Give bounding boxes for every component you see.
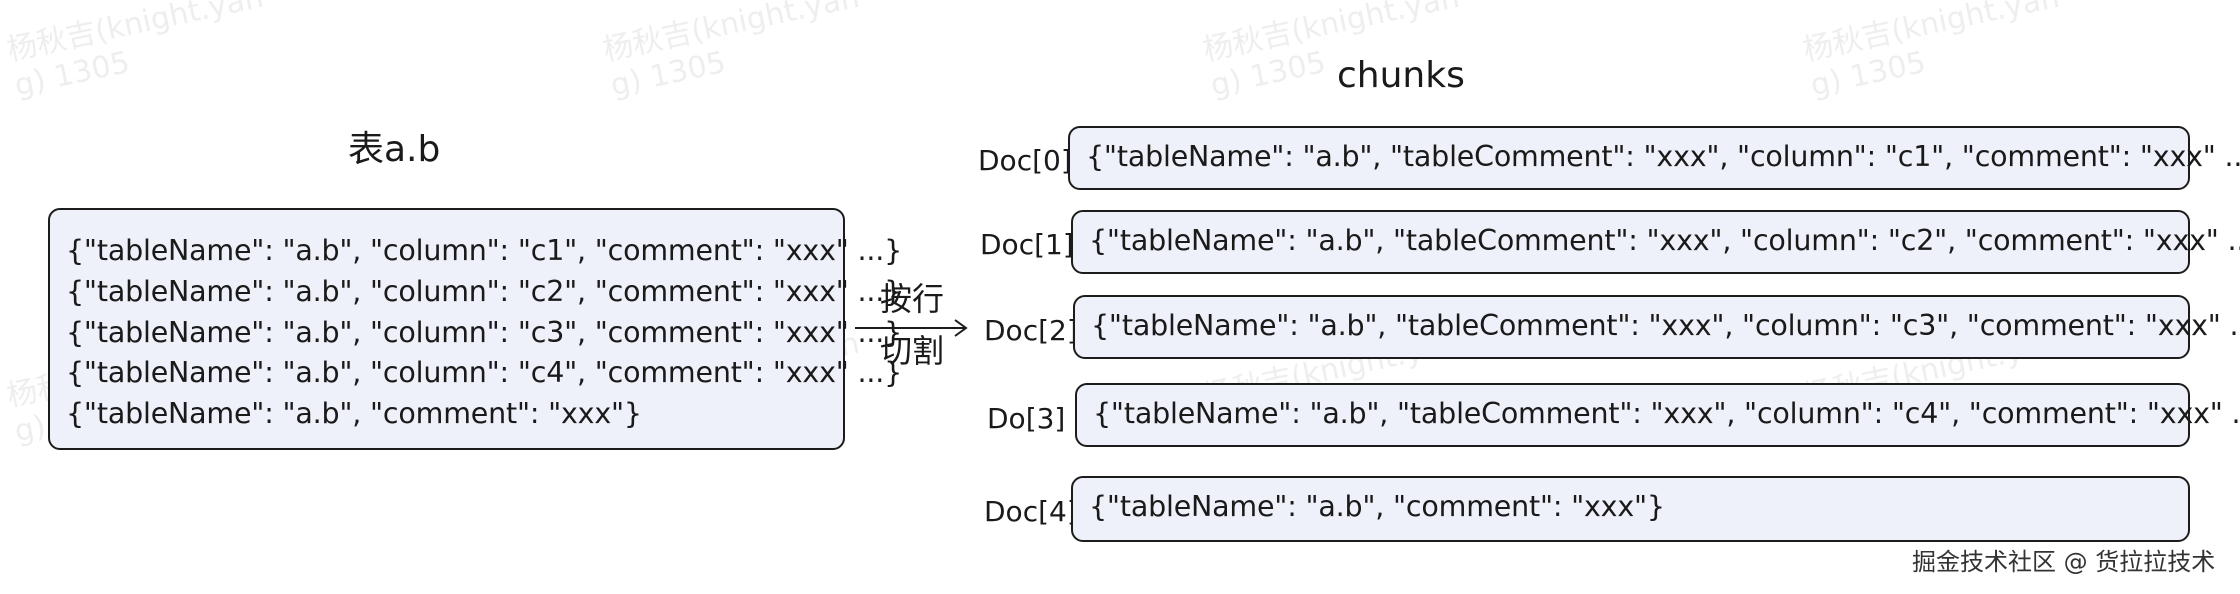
doc-label: Doc[2] [984, 314, 1078, 347]
chunk-doc-box: {"tableName": "a.b", "tableComment": "xx… [1073, 295, 2240, 359]
chunk-doc-box: {"tableName": "a.b", "tableComment": "xx… [1068, 126, 2240, 190]
doc-label: Do[3] [987, 402, 1066, 435]
chunk-doc-box: {"tableName": "a.b", "tableComment": "xx… [1071, 210, 2240, 274]
chunk-doc-box: {"tableName": "a.b", "comment": "xxx"} [1071, 476, 2190, 542]
chunks-title: chunks [1337, 55, 1465, 96]
source-table-box: {"tableName": "a.b", "column": "c1", "co… [48, 208, 902, 450]
doc-label: Doc[4] [984, 495, 1078, 528]
chunk-doc-text: {"tableName": "a.b", "tableComment": "xx… [1093, 397, 2240, 430]
source-line: {"tableName": "a.b", "column": "c2", "co… [66, 275, 903, 308]
source-line: {"tableName": "a.b", "column": "c1", "co… [66, 234, 903, 267]
arrow-label-top: 按行 [880, 280, 945, 318]
chunk-doc-text: {"tableName": "a.b", "tableComment": "xx… [1091, 309, 2240, 342]
watermark: 杨秋吉(knight.yan g) 1305 [600, 0, 863, 104]
source-line: {"tableName": "a.b", "column": "c3", "co… [66, 316, 903, 349]
source-line: {"tableName": "a.b", "column": "c4", "co… [66, 356, 903, 389]
footer-credit: 掘金技术社区 @ 货拉拉技术 [1912, 548, 2216, 576]
doc-label: Doc[1] [980, 228, 1074, 261]
chunk-doc-text: {"tableName": "a.b", "tableComment": "xx… [1086, 140, 2240, 173]
source-line: {"tableName": "a.b", "comment": "xxx"} [66, 397, 642, 430]
chunk-doc-text: {"tableName": "a.b", "tableComment": "xx… [1089, 224, 2240, 257]
split-arrow-icon [855, 319, 968, 337]
source-table-title: 表a.b [348, 129, 441, 170]
arrow-label-bottom: 切割 [880, 332, 945, 370]
watermark: 杨秋吉(knight.yan g) 1305 [4, 0, 267, 104]
watermark: 杨秋吉(knight.yan g) 1305 [1800, 0, 2063, 104]
chunk-doc-text: {"tableName": "a.b", "comment": "xxx"} [1089, 490, 1665, 523]
doc-label: Doc[0] [978, 144, 1072, 177]
chunk-doc-box: {"tableName": "a.b", "tableComment": "xx… [1075, 383, 2240, 447]
